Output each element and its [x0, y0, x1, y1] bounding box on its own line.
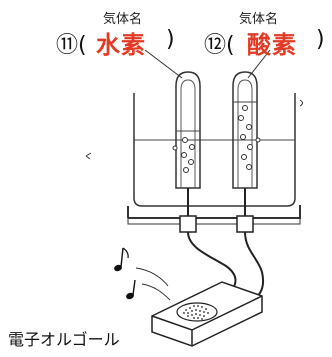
leader-line-left — [144, 49, 183, 79]
bubbles-left — [172, 137, 195, 173]
music-note-icon — [114, 247, 136, 300]
connector-left — [179, 215, 197, 233]
test-tube-oxygen — [232, 71, 258, 189]
speaker-grille — [176, 302, 218, 322]
question-number-12: ⑫( — [204, 33, 235, 58]
gas-name-label-right: 気体名 — [239, 12, 279, 27]
test-tube-hydrogen — [175, 71, 201, 189]
answer-hydrogen: 水素 — [96, 31, 146, 59]
bubbles-right — [238, 105, 261, 170]
music-box — [151, 281, 263, 347]
support-stand — [127, 205, 301, 219]
sound-wave-1 — [135, 267, 169, 287]
gas-name-label-left: 気体名 — [103, 12, 143, 27]
connector-right — [236, 215, 254, 233]
water-trough — [133, 93, 303, 207]
small-mark — [85, 152, 92, 160]
answer-oxygen: 酸素 — [247, 31, 297, 59]
sound-wave-2 — [141, 283, 171, 301]
wire-left — [187, 231, 237, 293]
question-number-11: ⑪( — [56, 33, 87, 58]
close-paren-right: ) — [316, 27, 325, 52]
music-box-label: 電子オルゴール — [8, 330, 120, 349]
wire-right — [244, 231, 264, 301]
close-paren-left: ) — [166, 27, 175, 52]
